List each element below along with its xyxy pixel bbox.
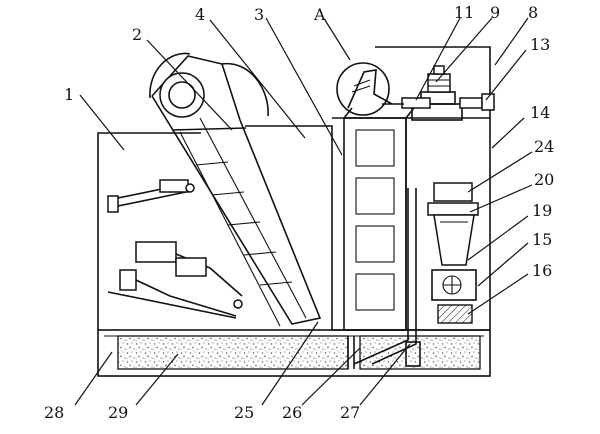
base-fill-29	[117, 335, 349, 370]
label-26: 26	[282, 403, 302, 422]
label-28: 28	[44, 403, 64, 422]
label-14: 14	[530, 103, 550, 122]
label-25: 25	[234, 403, 254, 422]
label-3: 3	[254, 5, 264, 24]
label-20: 20	[534, 170, 554, 189]
screen-frame-3	[343, 107, 415, 331]
label-1: 1	[64, 85, 74, 104]
label-8: 8	[528, 3, 538, 22]
filter-assembly	[427, 182, 479, 324]
label-2: 2	[132, 25, 142, 44]
label-11: 11	[454, 3, 474, 22]
label-a: A	[313, 5, 326, 24]
label-24: 24	[534, 137, 554, 156]
drain-channel	[353, 188, 421, 367]
reference-labels: 1 2 4 3 A 11 9 8 13 14 24 20 19 15 16 28…	[44, 3, 554, 422]
label-16: 16	[532, 261, 552, 280]
label-19: 19	[532, 201, 552, 220]
label-27: 27	[340, 403, 360, 422]
label-29: 29	[108, 403, 128, 422]
detail-circle-a	[336, 62, 393, 116]
label-4: 4	[195, 5, 205, 24]
pump-assembly	[382, 65, 495, 121]
motor-16	[437, 304, 473, 324]
leader-lines	[74, 17, 533, 406]
left-mechanisms	[107, 179, 243, 319]
label-9: 9	[490, 3, 500, 22]
label-15: 15	[532, 230, 552, 249]
label-13: 13	[530, 35, 550, 54]
conveyor-assembly	[149, 52, 322, 327]
